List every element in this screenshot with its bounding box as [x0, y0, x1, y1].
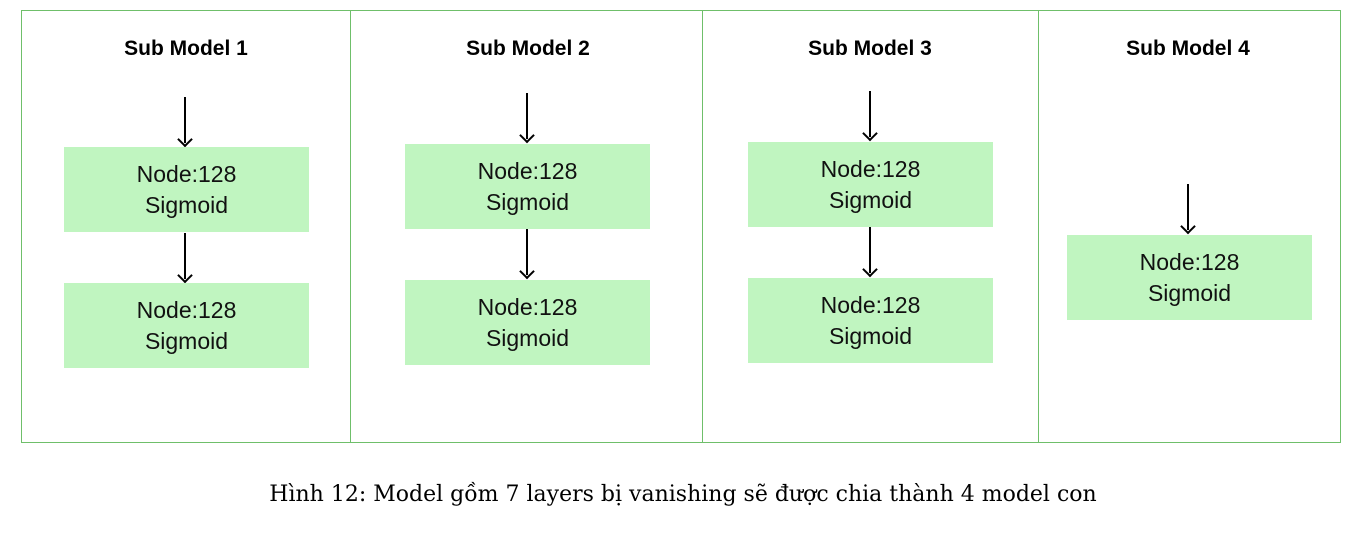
panel-divider	[1038, 11, 1039, 442]
node-units-label: Node:128	[820, 155, 921, 182]
node-box-sub-model-2-layer-1: Node:128 Sigmoid	[405, 144, 650, 229]
node-activation-label: Sigmoid	[1147, 279, 1232, 306]
panel-title-sub-model-1: Sub Model 1	[124, 37, 248, 60]
node-box-sub-model-3-layer-2: Node:128 Sigmoid	[748, 278, 993, 363]
panel-title-sub-model-3: Sub Model 3	[808, 37, 932, 60]
node-box-sub-model-3-layer-1: Node:128 Sigmoid	[748, 142, 993, 227]
node-activation-label: Sigmoid	[144, 191, 229, 218]
node-activation-label: Sigmoid	[828, 186, 913, 213]
node-box-sub-model-1-layer-1: Node:128 Sigmoid	[64, 147, 309, 232]
node-units-label: Node:128	[1139, 248, 1240, 275]
panel-title-sub-model-2: Sub Model 2	[466, 37, 590, 60]
node-units-label: Node:128	[477, 293, 578, 320]
node-units-label: Node:128	[477, 157, 578, 184]
node-activation-label: Sigmoid	[485, 188, 570, 215]
diagram-frame: Sub Model 1 Node:128 Sigmoid Node:128 Si…	[21, 10, 1341, 443]
arrow-icon	[519, 229, 535, 280]
node-activation-label: Sigmoid	[485, 324, 570, 351]
node-box-sub-model-1-layer-2: Node:128 Sigmoid	[64, 283, 309, 368]
figure-caption: Hình 12: Model gồm 7 layers bị vanishing…	[269, 482, 1097, 507]
panel-title-sub-model-4: Sub Model 4	[1126, 37, 1250, 60]
panel-divider	[350, 11, 351, 442]
node-box-sub-model-4-layer-1: Node:128 Sigmoid	[1067, 235, 1312, 320]
node-units-label: Node:128	[136, 296, 237, 323]
node-activation-label: Sigmoid	[828, 322, 913, 349]
node-units-label: Node:128	[136, 160, 237, 187]
node-units-label: Node:128	[820, 291, 921, 318]
arrow-icon	[177, 233, 193, 284]
node-activation-label: Sigmoid	[144, 327, 229, 354]
arrow-icon	[862, 227, 878, 278]
arrow-icon	[1180, 184, 1196, 235]
node-box-sub-model-2-layer-2: Node:128 Sigmoid	[405, 280, 650, 365]
arrow-icon	[519, 93, 535, 144]
panel-divider	[702, 11, 703, 442]
arrow-icon	[862, 91, 878, 142]
arrow-icon	[177, 97, 193, 148]
